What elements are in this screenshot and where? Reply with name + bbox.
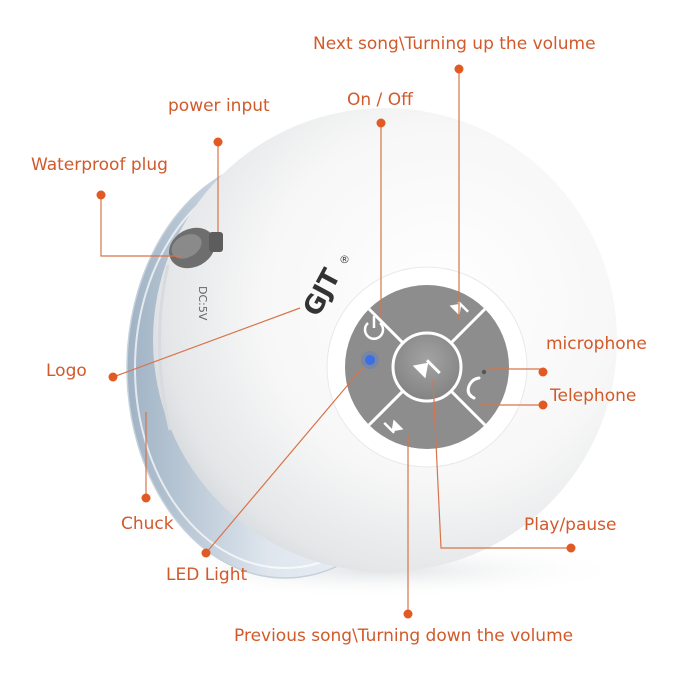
microphone-hole [481, 369, 487, 375]
label-previous-song: Previous song\Turning down the volume [234, 626, 574, 646]
label-microphone: microphone [546, 334, 647, 354]
label-waterproof-plug: Waterproof plug [31, 155, 168, 175]
power-input-port [209, 232, 223, 252]
play-pause-icon [412, 359, 441, 379]
previous-track-icon[interactable] [383, 419, 404, 437]
label-led-light: LED Light [166, 565, 248, 585]
phone-icon[interactable] [466, 376, 481, 400]
label-telephone: Telephone [550, 386, 637, 406]
led-light [365, 355, 375, 365]
label-logo: Logo [46, 361, 87, 381]
callout-lines [100, 69, 571, 614]
waterproof-plug[interactable] [162, 220, 222, 276]
body-edge [157, 264, 172, 431]
label-power-input: power input [168, 96, 270, 116]
label-play-pause: Play/pause [524, 515, 617, 535]
power-icon[interactable] [363, 316, 385, 340]
label-next-song: Next song\Turning up the volume [313, 34, 596, 54]
callout-dots [96, 64, 576, 619]
brand-mark: ® [339, 253, 350, 266]
power-spec-text: DC:5V [196, 286, 209, 321]
label-on-off: On / Off [347, 90, 413, 110]
label-chuck: Chuck [121, 514, 174, 534]
led-glow [361, 351, 379, 369]
